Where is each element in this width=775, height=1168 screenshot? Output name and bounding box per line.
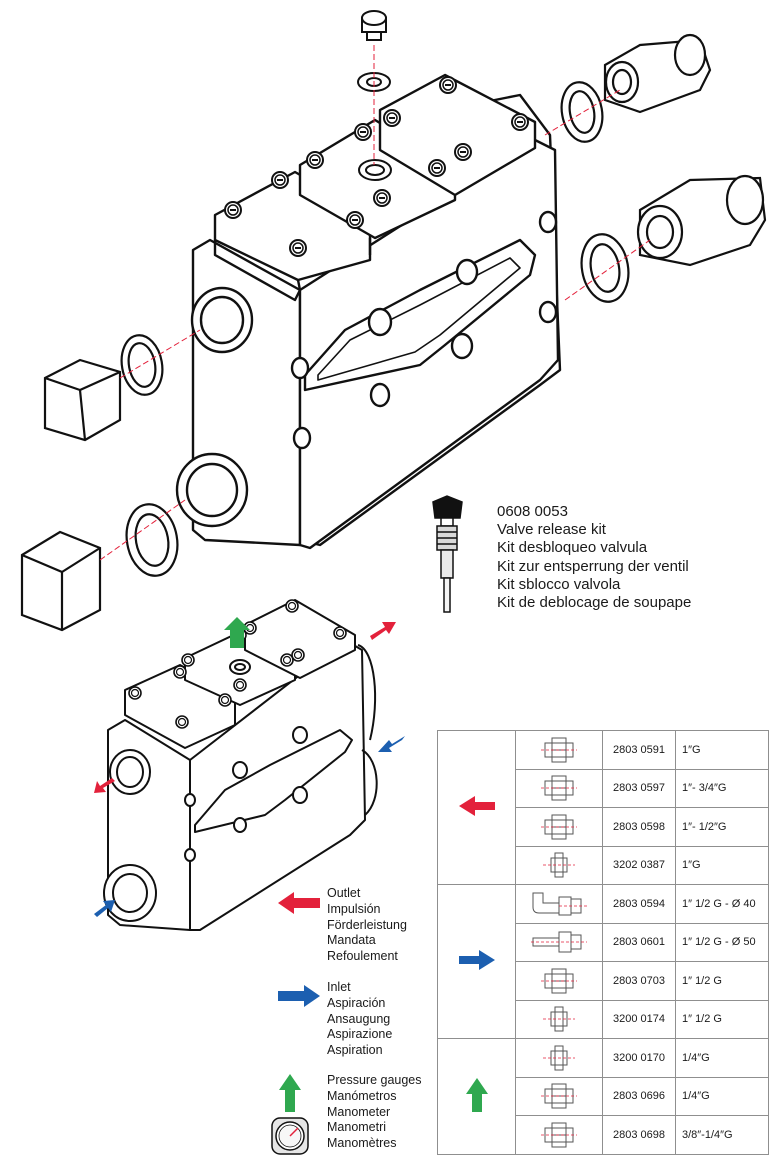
legend-outlet: Outlet Impulsión Förderleistung Mandata … [327,886,407,965]
union-fitting-icon [515,1115,603,1155]
legend-gauges-it: Manometri [327,1120,387,1135]
gauge-group-cell [437,1038,516,1155]
outlet-arrow-right [370,622,396,640]
inlet-arrow-icon [457,950,497,973]
legend-inlet-fr: Aspiration [327,1043,383,1058]
gauge-arrow [224,617,250,648]
union-fitting-icon [515,807,603,847]
kit-name-de: Kit zur entsperrung der ventil [497,557,689,575]
part-size: 1″ 1/2 G [675,961,769,1001]
part-size: 1″ 1/2 G - Ø 40 [675,884,769,924]
part-size: 1″- 3/4″G [675,768,769,808]
inlet-arrow-left [94,900,115,917]
outlet-arrow-icon [457,796,497,819]
gauge-port [358,159,392,181]
kit-name-fr: Kit de deblocage de soupape [497,594,692,612]
legend-inlet-en: Inlet [327,980,351,994]
legend-inlet-es: Aspiración [327,995,386,1010]
nipple-fitting-icon [515,999,603,1039]
part-size: 1″G [675,845,769,885]
flow-arrows [94,617,405,917]
straight-hose-fitting-icon [515,922,603,962]
part-size: 1/4″G [675,1038,769,1078]
part-size: 1″- 1/2″G [675,807,769,847]
part-size: 1″ 1/2 G [675,999,769,1039]
kit-code: 0608 0053 [497,503,568,520]
part-code: 2803 0601 [602,922,676,962]
legend-inlet: Inlet Aspiración Ansaugung Aspirazione A… [327,980,392,1059]
valve-body-assembled [103,599,378,931]
legend-gauges-en: Pressure gauges [327,1073,422,1087]
legend-inlet-arrow [278,985,320,1007]
union-fitting-icon [515,730,603,770]
outlet-arrow-left [94,778,115,793]
elbow-hose-fitting-icon [515,884,603,924]
part-code: 2803 0696 [602,1076,676,1116]
part-code: 3202 0387 [602,845,676,885]
nipple-fitting-icon [515,1038,603,1078]
part-size: 1″ 1/2 G - Ø 50 [675,922,769,962]
part-code: 2803 0703 [602,961,676,1001]
part-code: 2803 0598 [602,807,676,847]
part-code: 3200 0170 [602,1038,676,1078]
legend-outlet-it: Mandata [327,933,376,948]
port-plugs [20,334,179,632]
pressure-gauge-icon [271,1117,309,1155]
union-fitting-icon [515,961,603,1001]
union-fitting-icon [515,768,603,808]
part-size: 1″G [675,730,769,770]
gauge-arrow-icon [465,1077,488,1115]
nipple-fitting-icon [515,845,603,885]
legend-inlet-de: Ansaugung [327,1011,391,1026]
part-code: 2803 0597 [602,768,676,808]
legend-gauges-fr: Manomètres [327,1136,397,1151]
kit-name-es: Kit desbloqueo valvula [497,539,648,557]
legend-outlet-fr: Refoulement [327,949,398,964]
legend-inlet-it: Aspirazione [327,1027,393,1042]
kit-name-en: Valve release kit [497,521,606,539]
legend-outlet-arrow [278,892,320,914]
legend-gauges-es: Manómetros [327,1088,397,1103]
legend-gauges: Pressure gauges Manómetros Manometer Man… [327,1073,422,1152]
legend-gauges-de: Manometer [327,1104,391,1119]
union-fitting-icon [515,1076,603,1116]
part-code: 2803 0594 [602,884,676,924]
inlet-group-cell [437,884,516,1039]
port-fittings [560,33,767,303]
valve-release-kit-icon [432,495,463,613]
outlet-group-cell [437,730,516,885]
valve-release-kit-text: 0608 0053 Valve release kit Kit desbloqu… [497,503,767,612]
part-code: 2803 0698 [602,1115,676,1155]
legend-gauge-arrow [279,1074,301,1112]
kit-name-it: Kit sblocco valvola [497,575,621,593]
part-size: 3/8″-1/4″G [675,1115,769,1155]
part-code: 2803 0591 [602,730,676,770]
part-size: 1/4″G [675,1076,769,1116]
valve-body-exploded [175,73,562,550]
legend-outlet-en: Outlet [327,886,361,900]
part-code: 3200 0174 [602,999,676,1039]
legend-outlet-es: Impulsión [327,901,381,916]
inlet-arrow-right [378,736,405,752]
legend-outlet-de: Förderleistung [327,917,407,932]
